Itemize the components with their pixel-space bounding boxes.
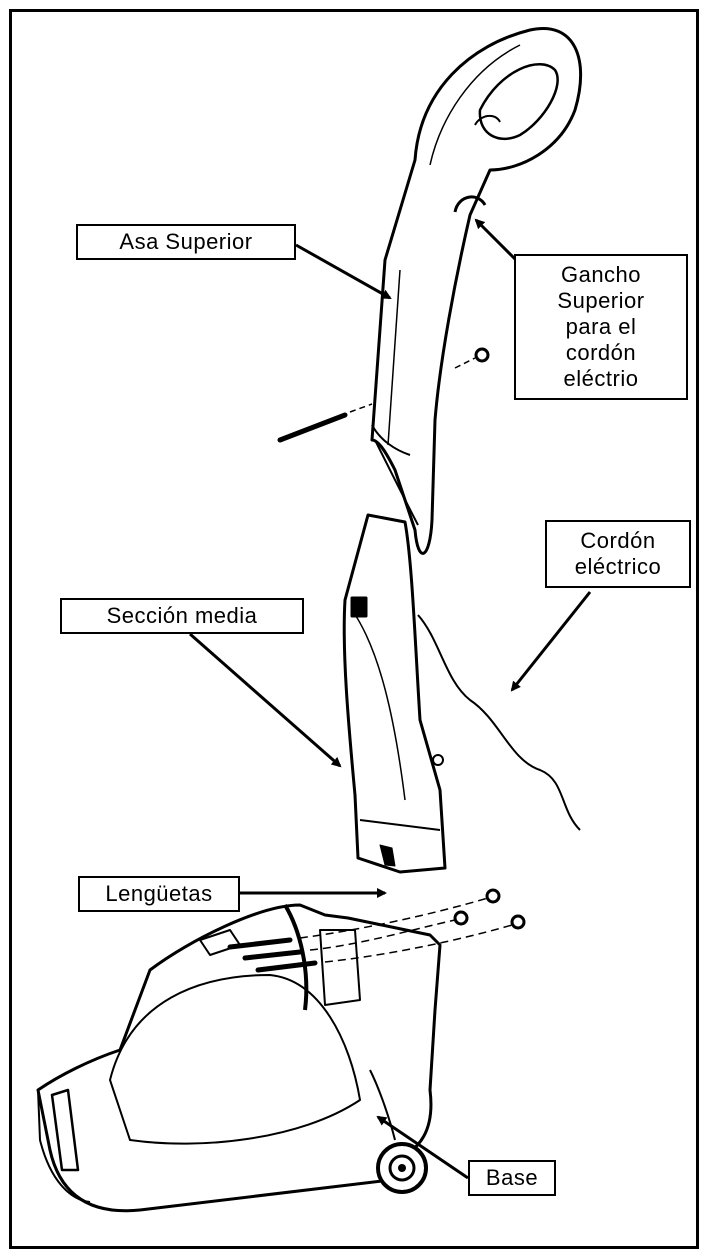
- label-gancho-superior: Gancho Superior para el cordón eléctrio: [514, 254, 688, 400]
- arrow-cordon: [510, 591, 592, 692]
- middle-section-part: [342, 513, 447, 874]
- arrow-asa-superior: [295, 243, 392, 300]
- label-asa-superior: Asa Superior: [76, 224, 296, 260]
- base-screws: [227, 897, 513, 973]
- power-cord-part: [417, 614, 581, 831]
- label-cordon-electrico: Cordón eléctrico: [545, 520, 691, 588]
- arrow-base: [376, 1115, 469, 1180]
- upper-screw: [277, 403, 373, 443]
- label-seccion-media: Sección media: [60, 598, 304, 634]
- cord-hook-part: [453, 195, 487, 213]
- label-lenguetas: Lengüetas: [78, 876, 240, 912]
- upper-handle-part: [370, 27, 583, 555]
- label-base: Base: [468, 1160, 556, 1196]
- arrow-gancho: [474, 218, 520, 264]
- base-nuts: [453, 888, 526, 930]
- arrow-seccion-media: [189, 632, 342, 768]
- upper-nut: [454, 347, 490, 369]
- leader-arrows: [189, 218, 592, 1180]
- base-part: [36, 903, 442, 1213]
- wheel: [376, 1142, 428, 1194]
